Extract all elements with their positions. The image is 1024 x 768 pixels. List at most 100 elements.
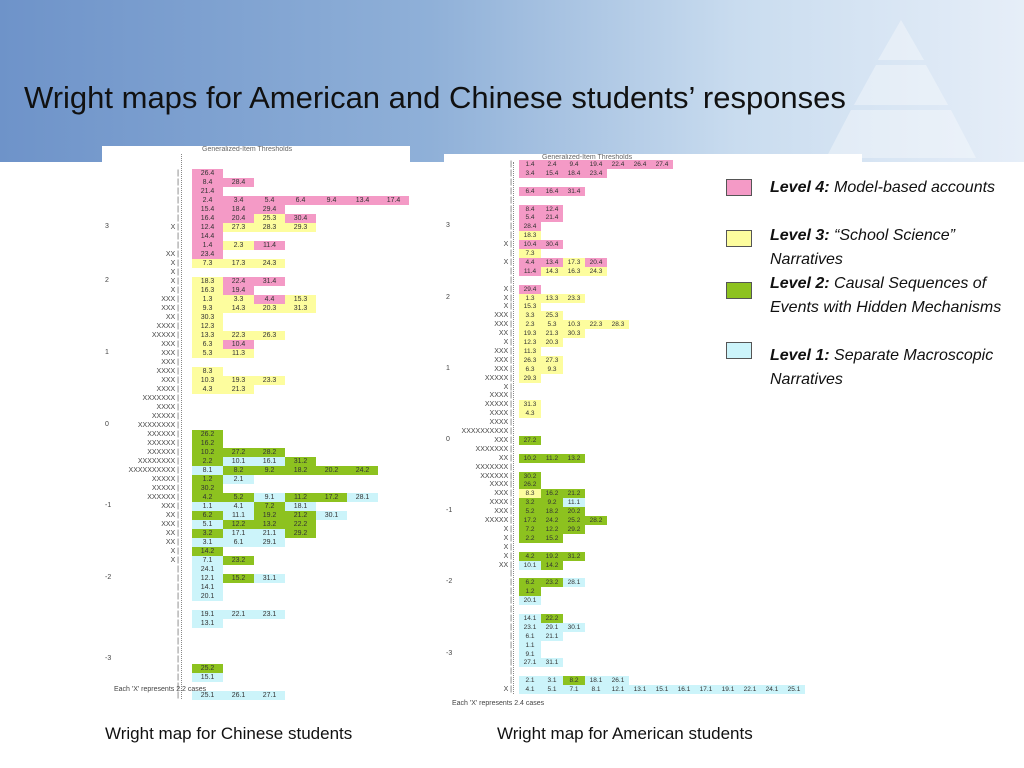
map-row: X |14.2 [102, 547, 410, 556]
person-group: | [510, 588, 512, 596]
threshold-cell: 25.2 [192, 664, 223, 673]
threshold-cell: 29.2 [563, 524, 585, 534]
threshold-cell: 28.4 [519, 222, 541, 232]
threshold-cell: 3.3 [519, 311, 541, 321]
threshold-cell: 1.3 [192, 295, 223, 304]
threshold-cell: 21.1 [541, 631, 563, 641]
threshold-cell: 19.3 [519, 329, 541, 339]
threshold-cell: 3.2 [192, 529, 223, 538]
threshold-cell: 26.1 [607, 676, 629, 686]
person-group: X | [170, 260, 179, 267]
threshold-cell: 10.4 [223, 340, 254, 349]
threshold-cell: 1.4 [192, 241, 223, 250]
threshold-cell: 22.2 [285, 520, 316, 529]
legend-text: Level 3: “School Science” Narratives [770, 224, 1010, 272]
person-group: XXX | [494, 508, 512, 516]
threshold-cell: 22.1 [223, 610, 254, 619]
person-group: XXXXXXX | [475, 445, 512, 453]
threshold-cell: 29.3 [285, 223, 316, 232]
threshold-cell: 24.2 [541, 516, 563, 525]
person-group: | [510, 178, 512, 186]
person-group: XXX | [161, 359, 179, 366]
legend-swatch [726, 230, 752, 247]
threshold-cell: 14.1 [519, 613, 541, 623]
threshold-cell: 19.2 [254, 511, 285, 520]
threshold-cell: 20.1 [519, 596, 541, 606]
person-group: | [510, 161, 512, 168]
threshold-cell: 31.1 [541, 658, 563, 668]
logit-tick: -1 [105, 502, 112, 509]
map-row: | [102, 646, 410, 655]
person-group: | [510, 659, 512, 667]
person-group: X | [503, 303, 512, 311]
threshold-cell: 23.3 [254, 376, 285, 385]
threshold-cell: 21.1 [254, 529, 285, 538]
map-row: |20.1 [102, 592, 410, 601]
threshold-cell: 10.3 [192, 376, 223, 385]
logit-tick: -3 [446, 649, 453, 657]
map-row: |25.2 [102, 664, 410, 673]
axis-line [513, 162, 514, 694]
threshold-cell: 30.2 [192, 484, 223, 493]
threshold-cell: 31.4 [563, 186, 585, 196]
threshold-cell: 19.2 [541, 551, 563, 561]
threshold-cell: 12.1 [607, 685, 629, 695]
threshold-cell: 9.2 [541, 498, 563, 508]
threshold-cell: 13.4 [541, 257, 563, 267]
map-row: XXXXXX |26.2 [102, 430, 410, 439]
person-group: | [510, 187, 512, 195]
person-group: | [177, 584, 179, 591]
threshold-cell: 11.3 [223, 349, 254, 358]
threshold-cell: 25.2 [563, 516, 585, 525]
person-group: | [510, 641, 512, 649]
legend-text: Level 4: Model-based accounts [770, 176, 1010, 200]
legend-level: Level 2: [770, 275, 830, 292]
person-group: X | [503, 383, 512, 391]
threshold-cell: 28.3 [254, 223, 285, 232]
threshold-cell: 27.2 [519, 435, 541, 445]
threshold-cell: 4.3 [192, 385, 223, 394]
threshold-cell: 29.1 [541, 622, 563, 632]
threshold-cell: 21.4 [192, 187, 223, 196]
threshold-cell: 5.2 [519, 507, 541, 517]
person-group: XXX | [494, 347, 512, 355]
threshold-cell: 5.3 [541, 320, 563, 330]
threshold-cell: 4.3 [519, 409, 541, 419]
person-group: X | [170, 287, 179, 294]
map-row: XXXXX |30.2 [102, 484, 410, 493]
map-row: | [444, 196, 862, 205]
map-row: XXXXXXX | [102, 394, 410, 403]
threshold-cell: 28.2 [254, 448, 285, 457]
threshold-cell: 4.1 [223, 502, 254, 511]
threshold-cell: 23.1 [519, 622, 541, 632]
map-row: |14.4 [102, 232, 410, 241]
person-group: XXXX | [489, 419, 512, 427]
threshold-cell: 22.1 [739, 685, 761, 695]
person-group: | [510, 205, 512, 213]
threshold-cell: 10.1 [519, 560, 541, 570]
threshold-cell: 10.2 [192, 448, 223, 457]
threshold-cell: 20.4 [585, 257, 607, 267]
person-group: XX | [498, 330, 512, 338]
person-group: | [510, 214, 512, 222]
threshold-cell: 18.1 [285, 502, 316, 511]
threshold-cell: 20.4 [223, 214, 254, 223]
threshold-cell: 27.1 [519, 658, 541, 668]
threshold-cell: 29.3 [519, 373, 541, 383]
threshold-cell: 23.2 [541, 578, 563, 588]
person-group: XXXXXX | [147, 449, 179, 456]
person-group: | [510, 668, 512, 676]
map-row: |7.3 [444, 249, 862, 258]
legend-desc: Model-based accounts [834, 179, 996, 196]
person-group: XXX | [494, 321, 512, 329]
